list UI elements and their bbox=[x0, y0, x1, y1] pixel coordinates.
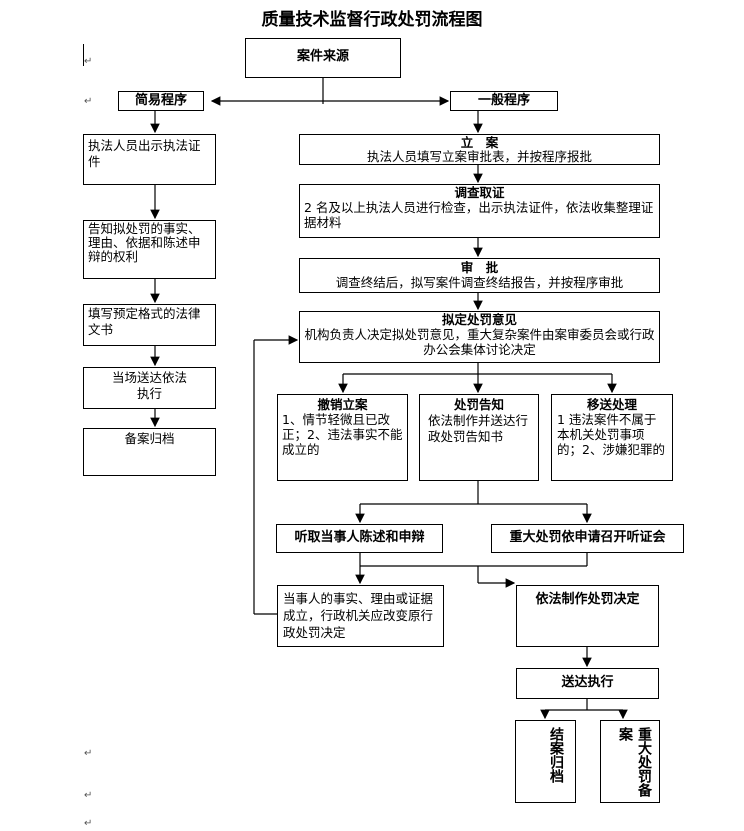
simple-step-archive: 备案归档 bbox=[83, 428, 216, 476]
filing-box: 立 案 执法人员填写立案审批表，并按程序报批 bbox=[299, 134, 660, 165]
hear-statement-label: 听取当事人陈述和申辩 bbox=[294, 530, 425, 545]
filing-title: 立 案 bbox=[460, 135, 499, 150]
major-penalty-record-label: 重大处罚备案 bbox=[617, 727, 652, 797]
approval-text: 调查终结后，拟写案件调查终结报告，并按程序审批 bbox=[335, 275, 624, 290]
paragraph-mark: ↵ bbox=[84, 790, 93, 801]
penalty-notice-title: 处罚告知 bbox=[453, 397, 504, 412]
general-procedure-box: 一般程序 bbox=[450, 91, 558, 111]
investigation-box: 调查取证 2 名及以上执法人员进行检查，出示执法证件，依法收集整理证据材料 bbox=[299, 184, 660, 238]
simple-step-inform: 告知拟处罚的事实、理由、依据和陈述申辩的权利 bbox=[83, 220, 216, 279]
simple-step-fill-form: 填写预定格式的法律文书 bbox=[83, 304, 216, 346]
revoke-filing-title: 撤销立案 bbox=[317, 397, 368, 412]
close-archive-label: 结案归档 bbox=[548, 727, 564, 783]
transfer-box: 移送处理 1 违法案件不属于本机关处罚事项的；2、涉嫌犯罪的 bbox=[551, 394, 673, 481]
hearing-meeting-label: 重大处罚依申请召开听证会 bbox=[509, 530, 666, 545]
simple-step-show-id-text: 执法人员出示执法证件 bbox=[88, 138, 201, 169]
transfer-text: 1 违法案件不属于本机关处罚事项的；2、涉嫌犯罪的 bbox=[557, 412, 665, 457]
penalty-notice-text: 依法制作并送达行政处罚告知书 bbox=[428, 413, 529, 444]
simple-procedure-box: 简易程序 bbox=[118, 91, 204, 111]
case-source-box: 案件来源 bbox=[245, 38, 401, 78]
approval-box: 审 批 调查终结后，拟写案件调查终结报告，并按程序审批 bbox=[299, 258, 660, 293]
make-decision-label: 依法制作处罚决定 bbox=[535, 592, 640, 607]
penalty-proposal-title: 拟定处罚意见 bbox=[441, 312, 517, 327]
case-source-label: 案件来源 bbox=[296, 49, 349, 64]
close-archive-box: 结案归档 bbox=[515, 720, 576, 803]
simple-step-show-id: 执法人员出示执法证件 bbox=[83, 134, 216, 185]
simple-procedure-label: 简易程序 bbox=[134, 93, 187, 108]
change-decision-box: 当事人的事实、理由或证据成立，行政机关应改变原行政处罚决定 bbox=[277, 585, 444, 647]
page-title: 质量技术监督行政处罚流程图 bbox=[261, 10, 483, 30]
simple-step-deliver-text: 当场送达依法执行 bbox=[111, 370, 187, 401]
investigation-title: 调查取证 bbox=[454, 185, 505, 200]
simple-step-deliver: 当场送达依法执行 bbox=[83, 367, 216, 409]
major-penalty-record-box: 重大处罚备案 bbox=[600, 720, 660, 803]
hear-statement-box: 听取当事人陈述和申辩 bbox=[276, 524, 443, 553]
paragraph-mark: ↵ bbox=[84, 748, 93, 759]
filing-text: 执法人员填写立案审批表，并按程序报批 bbox=[366, 149, 592, 164]
approval-title: 审 批 bbox=[460, 260, 499, 275]
revoke-filing-text: 1、情节轻微且已改正；2、违法事实不能成立的 bbox=[282, 412, 403, 457]
paragraph-mark: ↵ bbox=[84, 56, 93, 67]
penalty-proposal-box: 拟定处罚意见 机构负责人决定拟处罚意见，重大复杂案件由案审委员会或行政办公会集体… bbox=[299, 311, 660, 363]
deliver-execute-box: 送达执行 bbox=[516, 668, 659, 699]
simple-step-fill-form-text: 填写预定格式的法律文书 bbox=[88, 306, 201, 337]
change-decision-text: 当事人的事实、理由或证据成立，行政机关应改变原行政处罚决定 bbox=[283, 591, 434, 640]
paragraph-mark: ↵ bbox=[84, 818, 93, 829]
hearing-meeting-box: 重大处罚依申请召开听证会 bbox=[491, 524, 684, 553]
paragraph-mark: ↵ bbox=[84, 96, 93, 107]
simple-step-archive-text: 备案归档 bbox=[124, 431, 175, 446]
transfer-title: 移送处理 bbox=[586, 397, 637, 412]
simple-step-inform-text: 告知拟处罚的事实、理由、依据和陈述申辩的权利 bbox=[88, 221, 201, 264]
deliver-execute-label: 送达执行 bbox=[561, 675, 614, 690]
text-cursor bbox=[83, 44, 84, 66]
penalty-notice-box: 处罚告知 依法制作并送达行政处罚告知书 bbox=[419, 394, 539, 481]
general-procedure-label: 一般程序 bbox=[477, 93, 530, 108]
investigation-text: 2 名及以上执法人员进行检查，出示执法证件，依法收集整理证据材料 bbox=[304, 200, 654, 230]
make-decision-box: 依法制作处罚决定 bbox=[516, 585, 659, 647]
revoke-filing-box: 撤销立案 1、情节轻微且已改正；2、违法事实不能成立的 bbox=[277, 394, 408, 481]
penalty-proposal-text: 机构负责人决定拟处罚意见，重大复杂案件由案审委员会或行政办公会集体讨论决定 bbox=[304, 327, 655, 357]
